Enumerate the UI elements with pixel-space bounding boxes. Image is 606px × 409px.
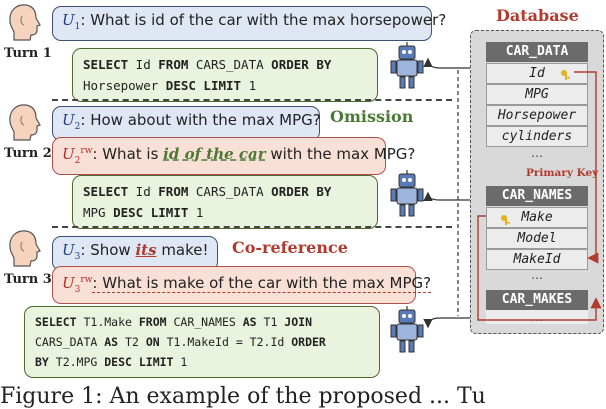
more-columns-ellipsis: …	[531, 268, 543, 282]
user-symbol: U3	[62, 241, 81, 262]
rewritten-question-bubble: U2rw: What is id of the car with the max…	[52, 137, 415, 175]
phenomenon-label-coreference: Co-reference	[232, 238, 348, 257]
rewrite-text: : What is make of the car with the max M…	[92, 274, 432, 293]
phenomenon-label-omission: Omission	[330, 107, 414, 126]
table-header-car-names: CAR_NAMES	[486, 186, 588, 206]
user-question-bubble: U1: What is id of the car with the max h…	[52, 6, 446, 41]
primary-key-label: Primary Key	[526, 167, 599, 179]
turn-label: Turn 2	[4, 146, 52, 161]
robot-icon	[390, 170, 424, 218]
key-icon	[560, 66, 572, 80]
sql-bubble: SELECT T1.Make FROM CAR_NAMES AS T1 JOIN…	[24, 306, 380, 378]
rewrite-symbol: U3rw	[62, 274, 93, 295]
turn-divider	[52, 226, 452, 228]
sql-bubble: SELECT Id FROM CARS_DATA ORDER BY MPG DE…	[72, 175, 378, 229]
question-text: : What is id of the car with the max hor…	[80, 11, 447, 29]
user-head-icon	[4, 102, 44, 142]
rewritten-question-bubble: U3rw: What is make of the car with the m…	[52, 266, 432, 304]
figure-caption: Figure 1: An example of the proposed ...…	[0, 384, 486, 409]
user-question-bubble: U3: Show its make!	[52, 236, 218, 271]
user-head-icon	[4, 2, 44, 42]
rewrite-symbol: U2rw	[62, 145, 93, 166]
key-icon	[500, 211, 512, 225]
user-symbol: U1	[62, 11, 81, 32]
column-makeid: MakeId	[486, 249, 588, 270]
more-columns-ellipsis: …	[531, 146, 543, 160]
question-text: : How about with the max MPG?	[80, 111, 321, 129]
robot-icon	[390, 42, 424, 90]
robot-icon	[390, 306, 424, 354]
column-cylinders: cylinders	[486, 126, 588, 147]
turn-label: Turn 3	[4, 272, 52, 287]
column-horsepower: Horsepower	[486, 105, 588, 126]
column-make: Make	[486, 207, 588, 228]
turn-label: Turn 1	[4, 46, 52, 61]
sql-bubble: SELECT Id FROM CARS_DATA ORDER BY Horsep…	[72, 48, 378, 102]
table-header-car-makes: CAR_MAKES	[486, 290, 588, 310]
column-mpg: MPG	[486, 84, 588, 105]
database-title: Database	[496, 6, 579, 25]
turn-divider	[52, 99, 452, 101]
user-head-icon	[4, 228, 44, 268]
column-model: Model	[486, 228, 588, 249]
coreference-pronoun: its	[135, 241, 157, 259]
column-id: Id	[486, 63, 588, 84]
table-header-car-data: CAR_DATA	[486, 42, 588, 62]
user-symbol: U2	[62, 111, 81, 132]
omitted-phrase: id of the car	[163, 145, 266, 163]
